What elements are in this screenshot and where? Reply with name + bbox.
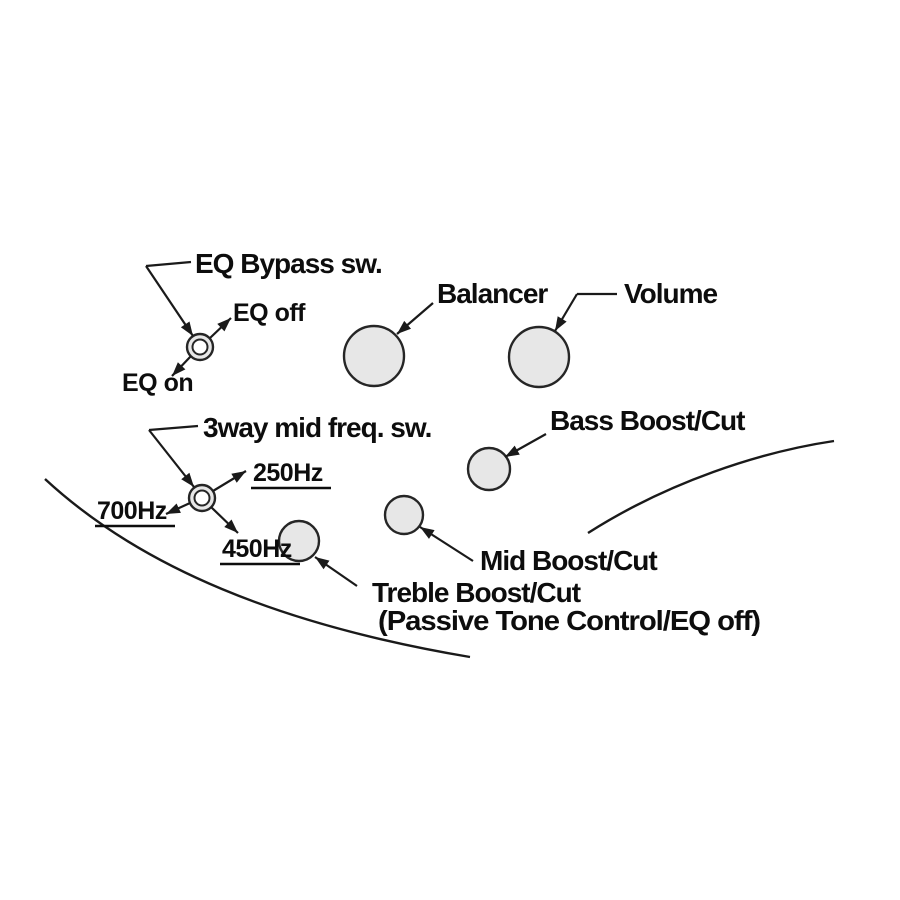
label-eq-bypass-sw: EQ Bypass sw. xyxy=(195,248,382,279)
arrowhead xyxy=(315,557,330,570)
balancer-knob xyxy=(342,324,406,388)
arrowhead xyxy=(166,503,181,514)
arrowhead xyxy=(224,519,238,533)
body-outline-right xyxy=(587,439,835,535)
leader-line-eq-bypass xyxy=(145,260,192,268)
leader-line-mid-freq xyxy=(148,424,199,432)
label-eq-on: EQ on xyxy=(122,369,193,397)
switch-inner-ring xyxy=(193,489,211,507)
label-balancer: Balancer xyxy=(437,278,548,309)
volume-knob xyxy=(507,325,571,389)
label-bass-boost-cut: Bass Boost/Cut xyxy=(550,405,745,436)
arrowhead xyxy=(420,527,435,539)
eq-bypass-switch xyxy=(185,332,215,362)
arrowhead xyxy=(181,472,194,487)
label-250hz: 250Hz xyxy=(253,459,323,487)
arrowhead xyxy=(505,445,520,457)
label-eq-off: EQ off xyxy=(233,299,306,327)
label-450hz: 450Hz xyxy=(222,535,292,563)
arrowhead xyxy=(555,316,567,331)
arrowhead xyxy=(397,320,412,334)
body-outline-left xyxy=(44,478,471,659)
label-700hz: 700Hz xyxy=(97,497,167,525)
arrowhead xyxy=(217,318,231,332)
label-treble-boost-cut: Treble Boost/Cut xyxy=(372,577,581,608)
label-volume: Volume xyxy=(624,278,717,309)
label-passive-tone-control: (Passive Tone Control/EQ off) xyxy=(378,605,760,636)
arrowhead xyxy=(231,471,246,483)
bass-boost-cut-knob xyxy=(466,446,512,492)
arrowhead xyxy=(172,362,186,376)
arrowhead xyxy=(180,321,193,336)
mid-boost-cut-knob xyxy=(383,494,425,536)
label-3way-mid-freq-sw: 3way mid freq. sw. xyxy=(203,412,431,443)
arrow-to-eq-bypass-switch xyxy=(145,265,194,337)
label-mid-boost-cut: Mid Boost/Cut xyxy=(480,545,657,576)
mid-freq-switch xyxy=(187,483,217,513)
switch-inner-ring xyxy=(191,338,209,356)
treble-boost-cut-knob xyxy=(277,519,321,563)
